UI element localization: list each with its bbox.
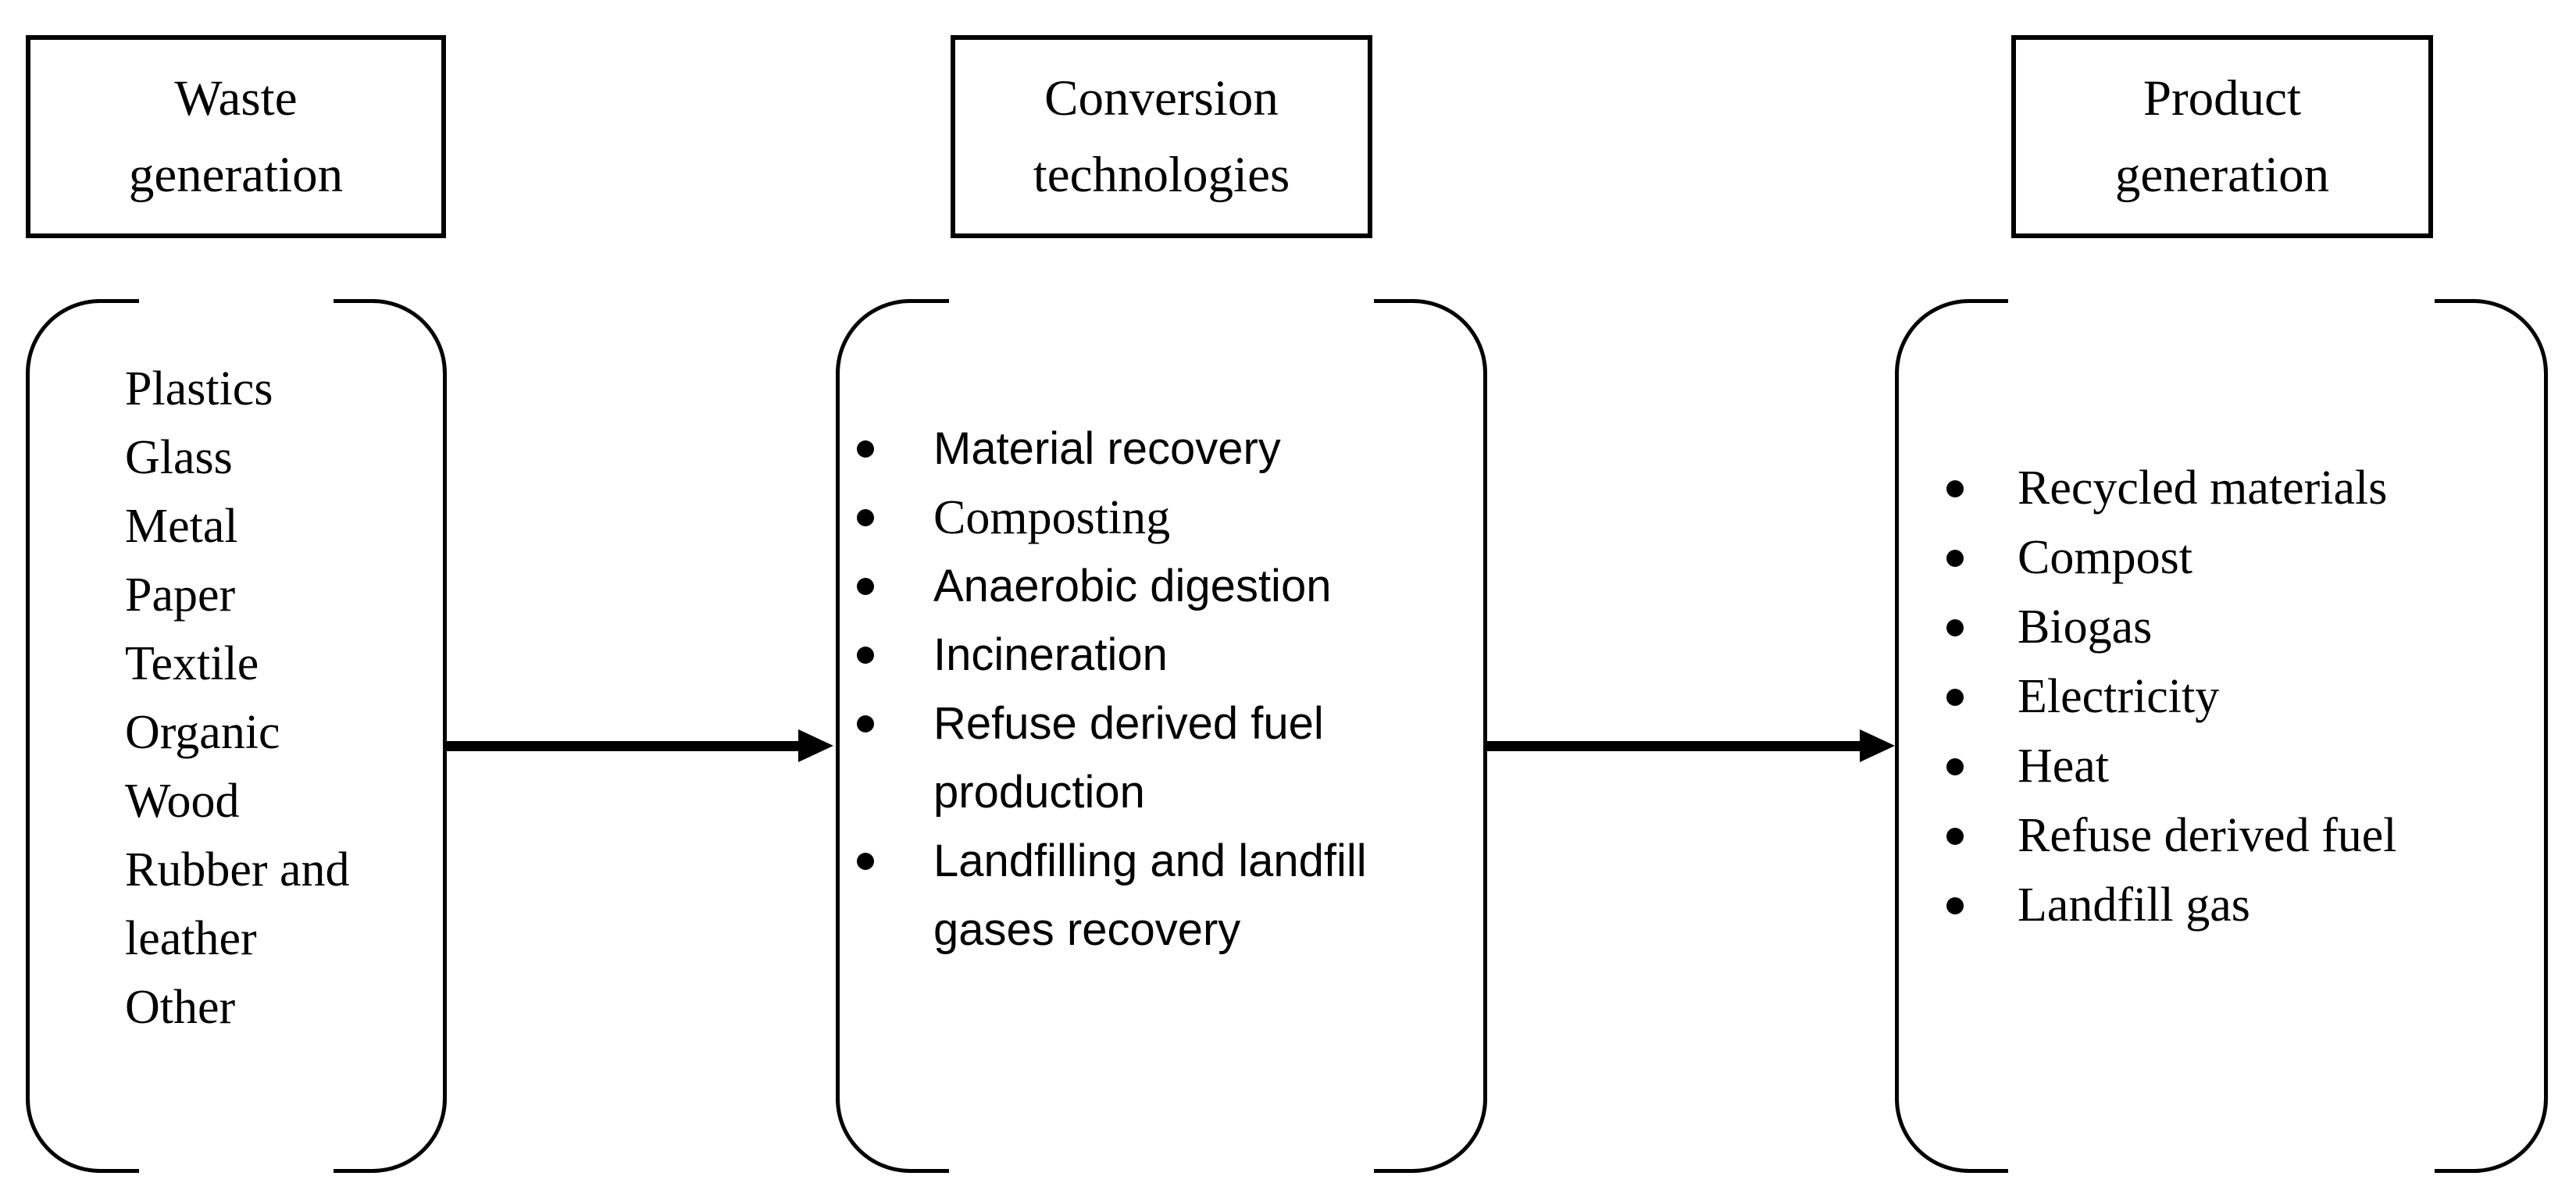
bullet-icon (857, 647, 874, 664)
list-item: Textile (125, 629, 437, 698)
list-item: Landfill gas (1946, 871, 2564, 940)
list-item-label: Paper (125, 568, 236, 622)
list-item: Other (125, 973, 437, 1042)
list-item: Rubber and leather (125, 836, 437, 973)
header-box-waste-generation: Waste generation (26, 35, 446, 238)
list-item-label: Rubber and leather (125, 843, 350, 965)
header-box-conversion-technologies: Conversion technologies (951, 35, 1372, 238)
list-item-label: Other (125, 981, 236, 1034)
list-item: Anaerobic digestion (857, 552, 1482, 621)
list-item-label: Landfilling and landfill gases recovery (933, 836, 1367, 955)
list-item-label: Heat (2018, 739, 2110, 793)
product-list: Recycled materials Compost Biogas Electr… (1946, 454, 2564, 940)
open-bracket-icon-conversion (836, 299, 949, 1173)
list-item-label: Compost (2018, 531, 2192, 584)
header-box-product-generation: Product generation (2011, 35, 2433, 238)
bullet-icon (1946, 689, 1964, 706)
list-item-label: Textile (125, 637, 259, 690)
arrowhead-icon (798, 729, 833, 762)
list-item-label: Refuse derived fuel (2018, 809, 2397, 862)
bullet-icon (1946, 619, 1964, 636)
bullet-icon (857, 440, 874, 458)
list-item: Wood (125, 767, 437, 836)
list-item: Incineration (857, 621, 1482, 690)
waste-list: Plastics Glass Metal Paper Textile Organ… (125, 355, 437, 1042)
open-bracket-icon-waste (26, 299, 139, 1173)
conversion-list: Material recovery Composting Anaerobic d… (857, 415, 1482, 964)
list-item: Compost (1946, 523, 2564, 593)
list-item: Paper (125, 561, 437, 629)
list-item-label: Electricity (2018, 670, 2220, 723)
bullet-icon (857, 509, 874, 526)
list-item: Refuse derived fuel production (857, 690, 1482, 827)
header-label-product-generation: Product generation (2114, 70, 2330, 203)
bullet-icon (1946, 480, 1964, 497)
arrowhead-icon (1860, 729, 1895, 762)
list-item-label: Anaerobic digestion (933, 561, 1332, 611)
bullet-icon (857, 578, 874, 595)
list-item: Refuse derived fuel (1946, 801, 2564, 871)
list-item: Recycled materials (1946, 454, 2564, 523)
list-item-label: Plastics (125, 362, 273, 415)
flow-arrow-waste-to-conversion (447, 741, 798, 751)
list-item: Heat (1946, 732, 2564, 801)
list-item-label: Incineration (933, 629, 1168, 680)
list-item: Electricity (1946, 662, 2564, 732)
list-item: Metal (125, 492, 437, 561)
list-item-label: Wood (125, 775, 240, 828)
list-item-label: Glass (125, 431, 233, 484)
bullet-icon (857, 853, 874, 870)
list-item-label: Organic (125, 706, 280, 759)
list-item-label: Landfill gas (2018, 878, 2250, 932)
list-item-label: Material recovery (933, 423, 1281, 474)
list-item: Biogas (1946, 593, 2564, 662)
bullet-icon (1946, 828, 1964, 845)
list-item: Composting (857, 483, 1482, 552)
list-item-label: Biogas (2018, 600, 2153, 654)
list-item: Landfilling and landfill gases recovery (857, 827, 1482, 964)
list-item-label: Recycled materials (2018, 462, 2388, 515)
list-item: Organic (125, 698, 437, 767)
flow-arrow-conversion-to-product (1487, 741, 1860, 751)
list-item-label: Refuse derived fuel production (933, 698, 1324, 818)
open-bracket-icon-product (1895, 299, 2008, 1173)
bullet-icon (1946, 550, 1964, 567)
list-item: Material recovery (857, 415, 1482, 483)
list-item-label: Metal (125, 500, 238, 553)
bullet-icon (1946, 897, 1964, 914)
header-label-waste-generation: Waste generation (128, 70, 344, 203)
header-label-conversion-technologies: Conversion technologies (1033, 70, 1290, 203)
list-item: Plastics (125, 355, 437, 423)
bullet-icon (857, 715, 874, 732)
bullet-icon (1946, 758, 1964, 775)
list-item-label: Composting (933, 491, 1171, 544)
list-item: Glass (125, 423, 437, 492)
